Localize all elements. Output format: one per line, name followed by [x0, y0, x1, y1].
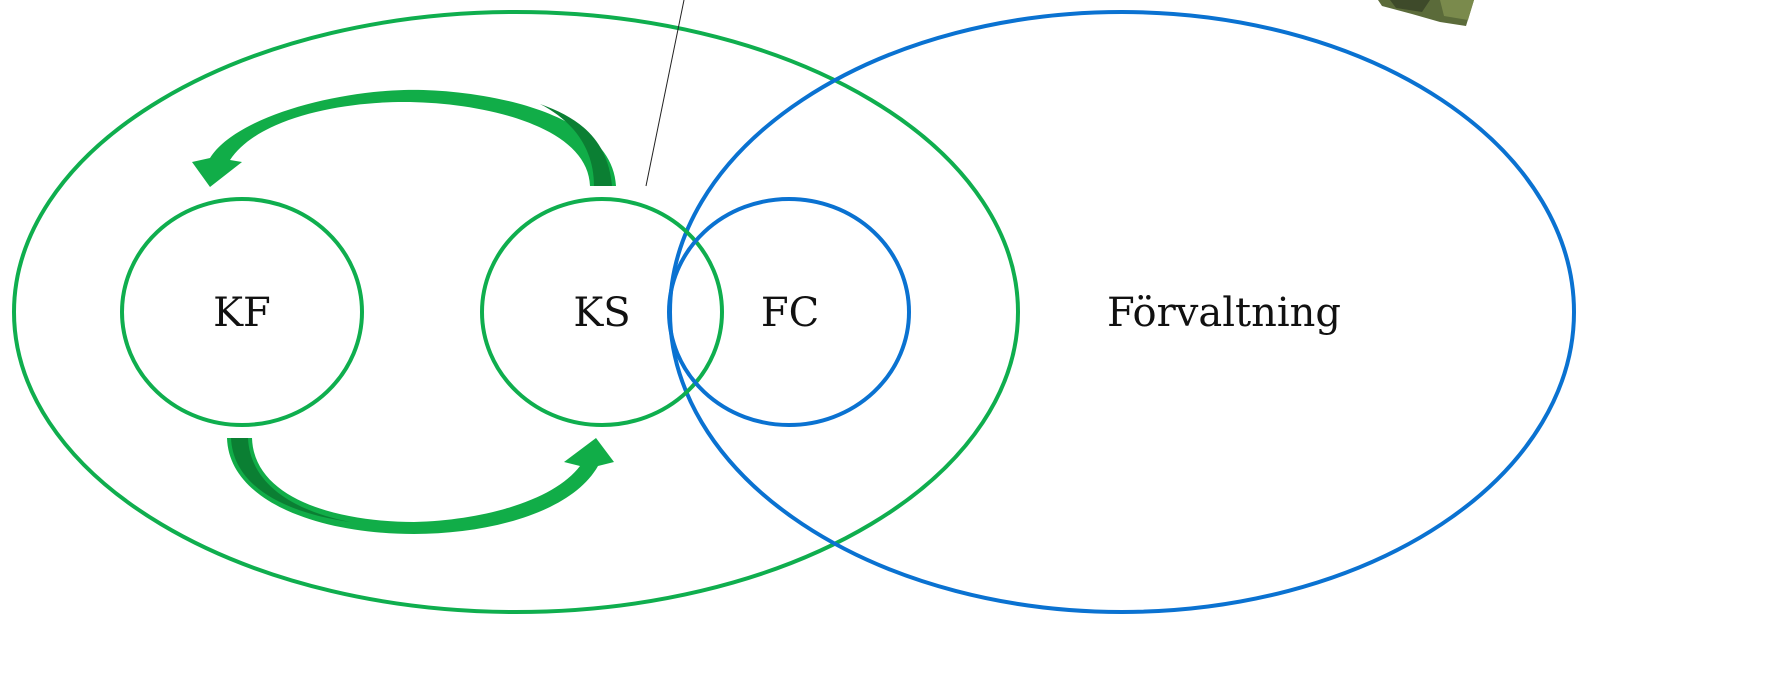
arrow-ks-to-kf-body: [192, 89, 616, 187]
arrow-kf-to-ks: [227, 438, 614, 534]
political-sphere-ellipse: [12, 10, 1020, 614]
ks-circle: [480, 197, 724, 427]
forvaltning-label: Förvaltning: [1107, 290, 1341, 336]
kf-label: KF: [213, 290, 271, 336]
fc-circle: [667, 197, 911, 427]
leader-line: [645, 0, 685, 187]
arrow-ks-to-kf-shade: [540, 104, 612, 186]
arrow-kf-to-ks-body: [227, 438, 614, 534]
kf-circle: [120, 197, 364, 427]
arrow-ks-to-kf: [192, 89, 616, 187]
photo-fragment: [1378, 0, 1474, 26]
fc-label: FC: [761, 290, 819, 336]
arrow-kf-to-ks-shade: [231, 438, 350, 522]
ks-label: KS: [573, 290, 630, 336]
